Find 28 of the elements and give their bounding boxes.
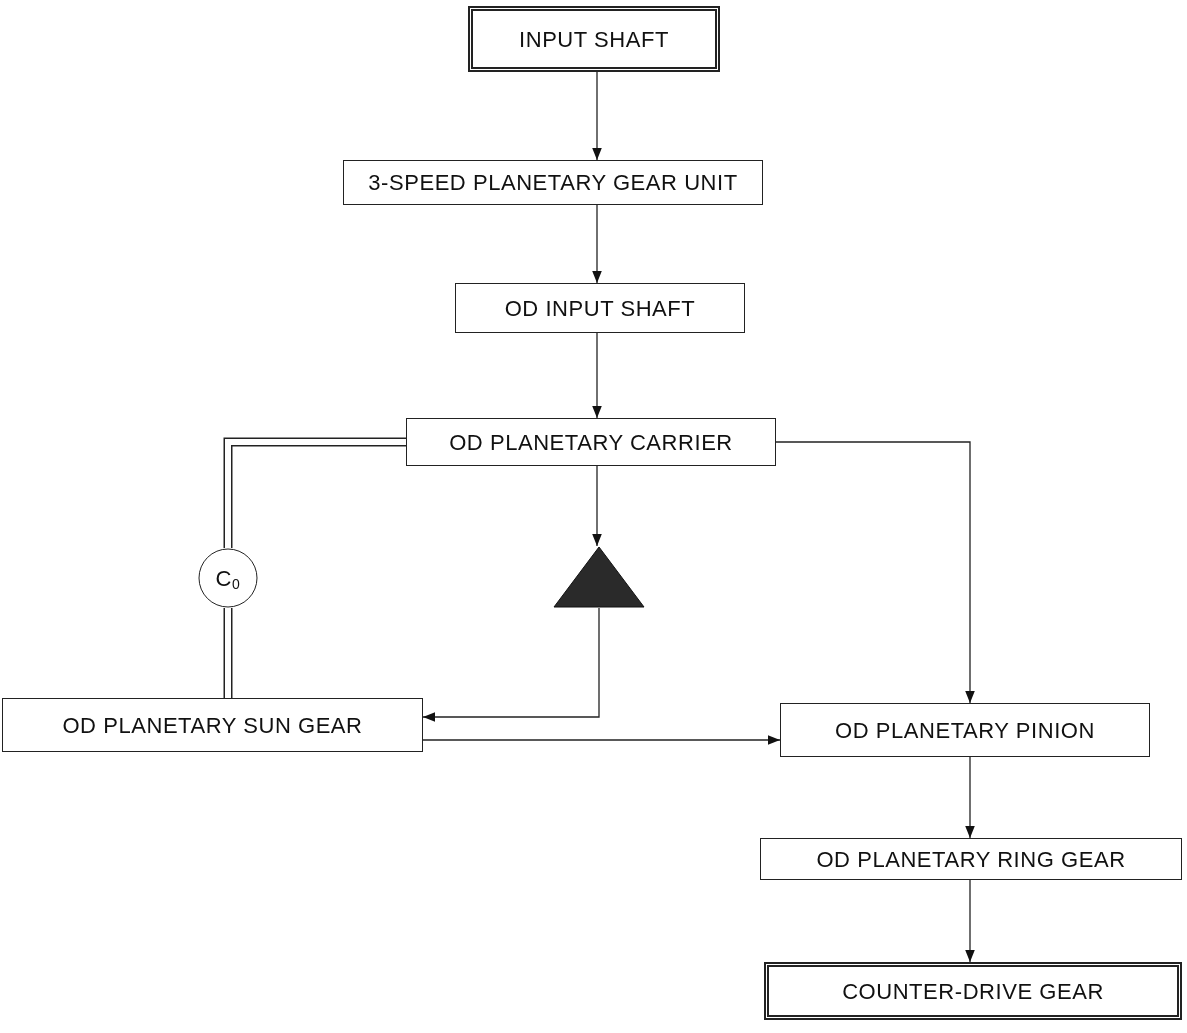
node-label: 3-SPEED PLANETARY GEAR UNIT [368, 169, 738, 197]
arrow [592, 71, 602, 161]
process-box [760, 838, 1182, 880]
process-box [406, 418, 776, 466]
arrow [592, 204, 602, 284]
process-box [468, 6, 720, 72]
arrow [422, 735, 781, 745]
arrow [592, 332, 602, 419]
process-box [343, 160, 763, 205]
node-label: INPUT SHAFT [519, 25, 669, 54]
arrow [592, 465, 602, 547]
arrow [965, 879, 975, 963]
node-label: OD PLANETARY CARRIER [449, 428, 733, 457]
node-label: OD PLANETARY PINION [835, 716, 1095, 745]
node-label: COUNTER-DRIVE GEAR [842, 977, 1104, 1006]
arrow [422, 607, 600, 722]
process-box [764, 962, 1182, 1020]
node-label: C$_{0}$ [215, 564, 241, 594]
node-label: OD PLANETARY RING GEAR [816, 845, 1126, 874]
arrow [775, 441, 975, 704]
double-line [223, 437, 406, 548]
process-box [780, 703, 1150, 757]
node-label: OD PLANETARY SUN GEAR [62, 711, 363, 740]
arrow [965, 756, 975, 839]
process-box [455, 283, 745, 333]
node-label: OD INPUT SHAFT [504, 294, 696, 323]
double-line [223, 608, 233, 698]
process-box [2, 698, 423, 752]
